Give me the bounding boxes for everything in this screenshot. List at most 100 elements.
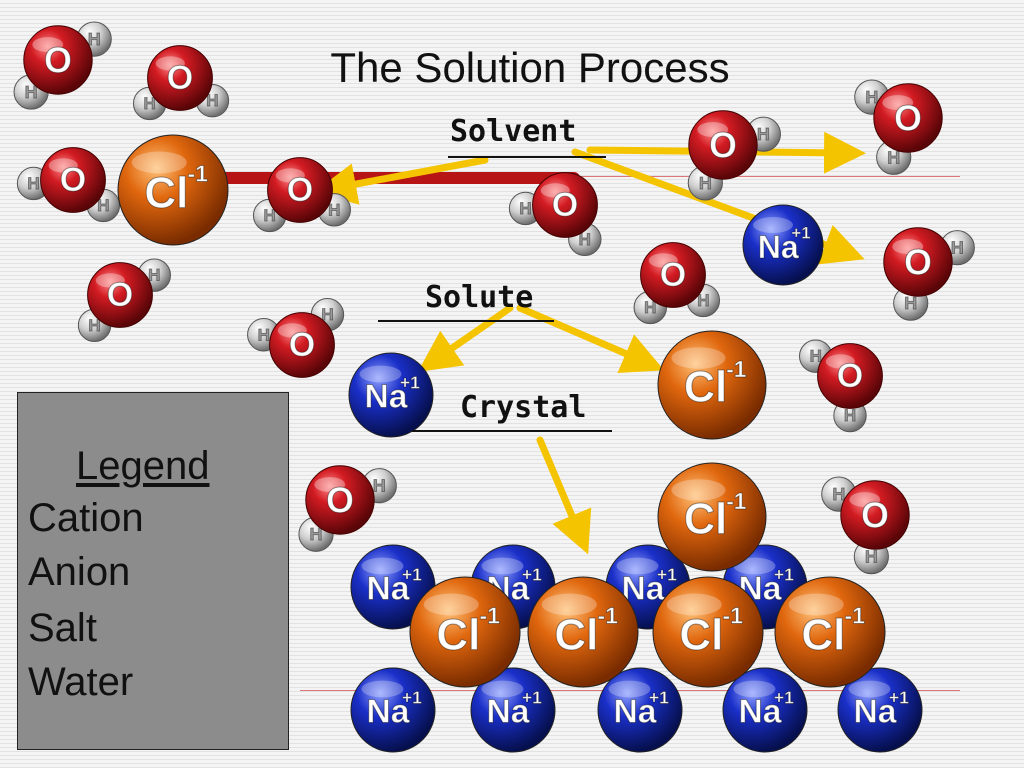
ion-charge: -1 xyxy=(187,161,208,187)
hydrogen-symbol: H xyxy=(887,147,900,167)
oxygen-highlight xyxy=(277,323,307,338)
water-molecule: HHO xyxy=(687,110,781,201)
pointer-arrow xyxy=(516,304,665,373)
hydrogen-symbol: H xyxy=(951,238,964,258)
chloride-ion: Cl-1 xyxy=(117,134,229,246)
hydrogen-symbol: H xyxy=(865,87,878,107)
ion-charge: +1 xyxy=(522,687,542,707)
ion-highlight xyxy=(666,593,722,616)
hydrogen-symbol: H xyxy=(699,173,712,193)
oxygen-symbol: O xyxy=(287,171,313,209)
chloride-ion: Cl-1 xyxy=(657,462,767,572)
hydrogen-symbol: H xyxy=(865,547,878,567)
oxygen-highlight xyxy=(697,122,729,138)
hydrogen-symbol: H xyxy=(310,524,323,544)
water-molecule: HHO xyxy=(883,227,975,321)
ion-highlight xyxy=(616,557,659,575)
oxygen-sphere xyxy=(688,110,758,180)
oxygen-highlight xyxy=(95,273,125,288)
ion-charge: -1 xyxy=(726,356,746,382)
legend-item-salt: Salt xyxy=(28,606,97,650)
hydrogen-symbol: H xyxy=(321,305,333,324)
hydrogen-symbol: H xyxy=(644,298,656,317)
oxygen-sphere xyxy=(87,262,153,328)
oxygen-sphere xyxy=(267,157,333,223)
sodium-symbol: Na xyxy=(366,571,409,608)
chloride-ion: Cl-1 xyxy=(652,576,764,688)
ion-highlight xyxy=(131,151,187,174)
chlorine-symbol: Cl xyxy=(554,610,598,659)
ion-charge: +1 xyxy=(889,687,909,707)
oxygen-symbol: O xyxy=(107,276,133,314)
hydrogen-symbol: H xyxy=(579,230,591,249)
water-molecule: HHO xyxy=(508,172,602,256)
sodium-sphere xyxy=(722,667,808,753)
oxygen-sphere xyxy=(840,480,910,550)
water-molecule: HHO xyxy=(854,79,943,175)
ion-highlight xyxy=(541,593,597,616)
hydrogen-symbol: H xyxy=(148,266,160,285)
water-molecule: HHO xyxy=(799,339,883,433)
water-molecule: HHO xyxy=(298,465,397,552)
legend-panel xyxy=(17,392,289,750)
ion-charge: +1 xyxy=(649,687,669,707)
oxygen-sphere xyxy=(873,83,943,153)
hydrogen-symbol: H xyxy=(88,29,101,49)
sodium-symbol: Na xyxy=(366,694,409,731)
ion-charge: -1 xyxy=(597,603,618,629)
hydrogen-symbol: H xyxy=(88,316,100,335)
ion-highlight xyxy=(671,347,726,369)
ion-highlight xyxy=(733,557,776,575)
oxygen-highlight xyxy=(32,37,64,53)
hydrogen-symbol: H xyxy=(328,200,340,219)
hydrogen-symbol: H xyxy=(373,476,386,496)
oxygen-sphere xyxy=(305,465,375,535)
oxygen-sphere xyxy=(23,25,93,95)
legend-item-anion: Anion xyxy=(28,550,131,594)
ion-highlight xyxy=(753,217,793,233)
sodium-sphere xyxy=(470,667,556,753)
ion-charge: -1 xyxy=(726,488,746,514)
ion-highlight xyxy=(848,680,891,698)
sodium-sphere xyxy=(348,352,434,438)
hydrogen-symbol: H xyxy=(25,82,38,102)
hydrogen-atom: H xyxy=(16,166,51,201)
crystal-underline xyxy=(412,430,612,432)
oxygen-sphere xyxy=(817,343,883,409)
hydrogen-symbol: H xyxy=(810,347,822,366)
chlorine-symbol: Cl xyxy=(679,610,723,659)
chlorine-sphere xyxy=(657,330,767,440)
ion-charge: +1 xyxy=(657,564,677,584)
oxygen-symbol: O xyxy=(904,242,932,283)
oxygen-sphere xyxy=(640,242,706,308)
page-title: The Solution Process xyxy=(330,44,730,91)
sodium-sphere xyxy=(350,667,436,753)
oxygen-highlight xyxy=(882,95,914,111)
chlorine-sphere xyxy=(657,462,767,572)
oxygen-symbol: O xyxy=(660,256,686,294)
oxygen-highlight xyxy=(48,158,78,173)
chlorine-sphere xyxy=(409,576,521,688)
oxygen-highlight xyxy=(275,168,305,183)
oxygen-sphere xyxy=(147,45,213,111)
pointer-arrow xyxy=(314,156,489,205)
solvent-label: Solvent xyxy=(450,114,577,149)
oxygen-symbol: O xyxy=(289,326,315,364)
hydrogen-symbol: H xyxy=(519,199,531,218)
chlorine-sphere xyxy=(117,134,229,246)
solvent-underline xyxy=(448,156,606,158)
ion-charge: +1 xyxy=(400,372,420,392)
ion-highlight xyxy=(359,365,402,383)
ion-highlight xyxy=(361,557,404,575)
ion-charge: -1 xyxy=(844,603,865,629)
ion-highlight xyxy=(608,680,651,698)
oxygen-symbol: O xyxy=(861,495,889,536)
ion-highlight xyxy=(481,680,524,698)
ion-highlight xyxy=(788,593,844,616)
ion-highlight xyxy=(671,479,726,501)
chlorine-symbol: Cl xyxy=(144,168,188,217)
legend-title: Legend xyxy=(76,444,210,488)
hydrogen-symbol: H xyxy=(832,484,845,504)
